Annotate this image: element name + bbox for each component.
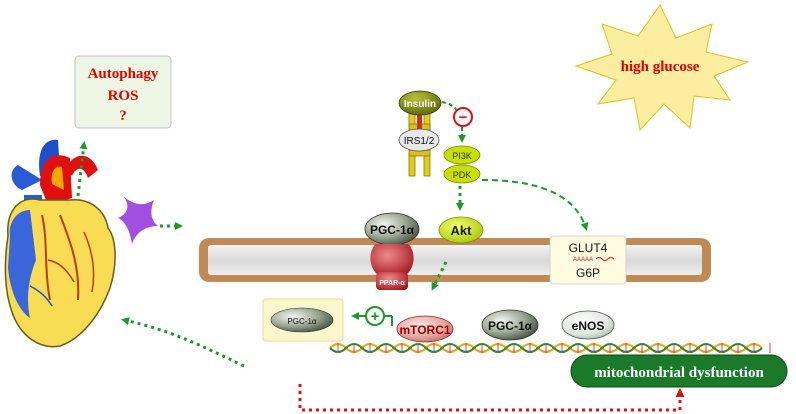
cell-membrane bbox=[199, 238, 711, 282]
mtorc1-node: mTORC1 bbox=[396, 315, 454, 343]
pgc1a-box-label: PGC-1α bbox=[287, 317, 316, 326]
glut4-box: GLUT4 AAAAA G6P bbox=[549, 235, 627, 285]
ppar-alpha-receptor: PPAR-α bbox=[370, 244, 414, 290]
outcome-autophagy: Autophagy bbox=[88, 66, 159, 82]
arrow-nucleus-to-heart bbox=[121, 317, 245, 368]
pi3k-label: PI3K bbox=[452, 151, 472, 161]
outcomes-box: Autophagy ROS ? bbox=[74, 55, 172, 129]
arrow-to-mito-dysfunction bbox=[298, 384, 685, 412]
mrna-label: AAAAA bbox=[573, 257, 593, 263]
dna-helix-icon bbox=[329, 343, 771, 353]
dna-pgc1a-label: PGC-1α bbox=[488, 319, 533, 333]
enos-node: eNOS bbox=[561, 310, 615, 340]
g6p-label: G6P bbox=[576, 266, 600, 280]
glut4-label: GLUT4 bbox=[569, 241, 608, 255]
dna-pgc1a-node: PGC-1α bbox=[481, 309, 539, 341]
inhibition-symbol: − bbox=[453, 107, 473, 127]
pdk-label: PDK bbox=[453, 170, 472, 180]
akt-node: Akt bbox=[438, 216, 484, 244]
arrow-akt-to-mtorc1 bbox=[431, 261, 448, 291]
akt-label: Akt bbox=[451, 223, 473, 238]
ppar-label: PPAR-α bbox=[379, 280, 405, 287]
mtorc1-label: mTORC1 bbox=[399, 323, 450, 337]
insulin-receptor: Insulin IRS1/2 bbox=[398, 90, 442, 177]
membrane-pgc1a: PGC-1α bbox=[364, 212, 420, 246]
irs-label: IRS1/2 bbox=[404, 136, 435, 147]
high-glucose-star: high glucose bbox=[574, 4, 750, 132]
svg-text:−: − bbox=[459, 109, 468, 126]
outcome-question: ? bbox=[119, 108, 127, 124]
tri-lobed-ligand-icon bbox=[118, 197, 158, 244]
enos-label: eNOS bbox=[572, 319, 605, 333]
arrow-insulin-to-inhibit bbox=[441, 101, 457, 111]
pgc1a-box: PGC-1α bbox=[262, 298, 344, 342]
arrow-heart-to-outcomes bbox=[76, 141, 88, 197]
insulin-label: Insulin bbox=[404, 99, 436, 110]
pdk-node: PDK bbox=[443, 164, 481, 184]
pgc1a-membrane-label: PGC-1α bbox=[370, 223, 415, 237]
arrow-pdk-to-glut4 bbox=[481, 179, 589, 231]
mito-label: mitochondrial dysfunction bbox=[594, 365, 764, 381]
pi3k-node: PI3K bbox=[443, 145, 481, 165]
activation-symbol: + bbox=[351, 306, 393, 326]
stimulus-label: high glucose bbox=[621, 59, 700, 75]
outcome-ros: ROS bbox=[108, 88, 139, 104]
heart-icon bbox=[4, 139, 116, 348]
mitochondrial-dysfunction-box: mitochondrial dysfunction bbox=[570, 354, 788, 388]
svg-text:+: + bbox=[371, 308, 380, 325]
